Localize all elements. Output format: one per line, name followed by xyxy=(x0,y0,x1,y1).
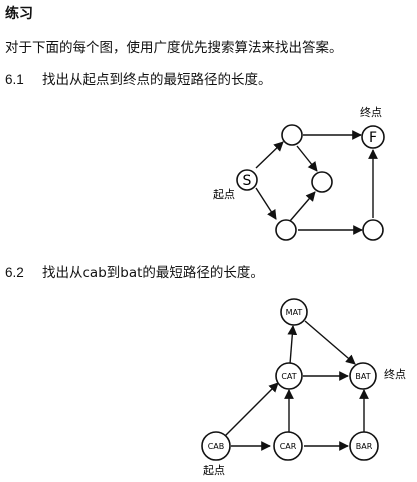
node-cat xyxy=(275,362,303,390)
node-cab xyxy=(201,431,231,461)
graph-6-2-nodes: MAT CAT BAT CAB CAR BAR xyxy=(201,298,379,461)
node-mat-label: MAT xyxy=(286,308,303,317)
node-mat xyxy=(280,298,308,326)
question-text: 找出从起点到终点的最短路径的长度。 xyxy=(42,72,272,88)
edge-bottom-mid xyxy=(289,191,316,222)
node-car-label: CAR xyxy=(280,442,297,451)
node-bat-label: BAT xyxy=(355,372,370,381)
question-number: 6.2 xyxy=(5,265,24,280)
graph-6-2-end-label: 终点 xyxy=(384,367,406,381)
edge-s-top xyxy=(255,141,284,169)
node-cat-label: CAT xyxy=(281,372,296,381)
section-heading: 练习 xyxy=(5,6,33,22)
node-finish-label: F xyxy=(369,130,377,146)
question-6-1: 6.1 找出从起点到终点的最短路径的长度。 xyxy=(5,68,272,88)
question-6-2: 6.2 找出从cab到bat的最短路径的长度。 xyxy=(5,261,264,281)
edge-s-bottom xyxy=(255,187,277,220)
node-bottom xyxy=(275,219,297,241)
edge-mat-bat xyxy=(304,320,356,365)
question-number: 6.1 xyxy=(5,72,24,87)
node-start-label: S xyxy=(243,173,252,189)
node-car xyxy=(273,431,303,461)
node-bar-label: BAR xyxy=(356,442,373,451)
node-middle xyxy=(311,171,333,193)
graph-6-1-start-label: 起点 xyxy=(213,188,235,201)
edge-cab-cat xyxy=(223,382,279,438)
node-top xyxy=(281,124,303,146)
node-finish xyxy=(361,125,385,149)
graph-6-1-nodes: S F xyxy=(236,124,385,241)
node-bat xyxy=(349,362,377,390)
node-right xyxy=(362,219,384,241)
node-start xyxy=(236,169,258,191)
edge-cat-mat xyxy=(287,325,298,365)
graph-6-2-edges xyxy=(223,320,369,451)
question-text: 找出从cab到bat的最短路径的长度。 xyxy=(42,265,264,281)
graph-6-2-start-label: 起点 xyxy=(203,464,225,477)
intro-text: 对于下面的每个图，使用广度优先搜索算法来找出答案。 xyxy=(5,40,343,56)
graph-6-1-end-label: 终点 xyxy=(360,105,382,119)
node-bar xyxy=(349,431,379,461)
graph-6-1-edges xyxy=(255,130,378,235)
edge-top-mid xyxy=(296,145,318,172)
node-cab-label: CAB xyxy=(208,442,225,451)
